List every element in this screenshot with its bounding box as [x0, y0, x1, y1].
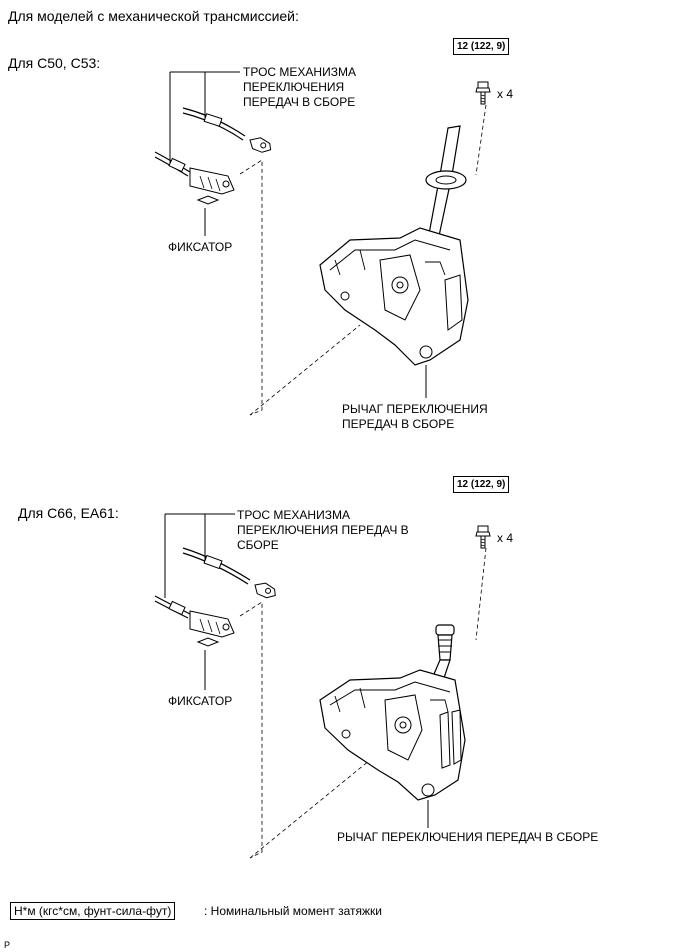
legend-description: : Номинальный момент затяжки [204, 904, 382, 918]
section1-lever-label: РЫЧАГ ПЕРЕКЛЮЧЕНИЯ ПЕРЕДАЧ В СБОРЕ [342, 402, 488, 431]
page-header: Для моделей с механической трансмиссией: [8, 8, 299, 24]
legend-torque-unit-box: Н*м (кгс*см, фунт-сила-фут) [10, 902, 176, 920]
section1-artwork [154, 71, 491, 416]
section2-label: Для C66, EA61: [18, 505, 119, 521]
section2-quantity: x 4 [497, 531, 514, 545]
section1-label: Для C50, C53: [8, 55, 101, 71]
section2-retainer-label: ФИКСАТОР [168, 694, 233, 708]
section1-torque-box: 12 (122, 9) [453, 38, 510, 55]
section1-retainer-label: ФИКСАТОР [168, 240, 233, 254]
section2-cable-label: ТРОС МЕХАНИЗМА ПЕРЕКЛЮЧЕНИЯ ПЕРЕДАЧ В СБ… [237, 508, 409, 552]
section2-lever-label: РЫЧАГ ПЕРЕКЛЮЧЕНИЯ ПЕРЕДАЧ В СБОРЕ [337, 830, 599, 844]
section2-torque-box: 12 (122, 9) [453, 476, 510, 493]
section1-quantity: x 4 [497, 87, 514, 101]
shift-lever-assembly-2 [319, 624, 466, 801]
shift-lever-assembly-1 [319, 125, 469, 366]
section2-artwork [154, 513, 491, 859]
section1-cable-label: ТРОС МЕХАНИЗМА ПЕРЕКЛЮЧЕНИЯ ПЕРЕДАЧ В СБ… [243, 65, 356, 109]
corner-mark: P [4, 940, 11, 950]
